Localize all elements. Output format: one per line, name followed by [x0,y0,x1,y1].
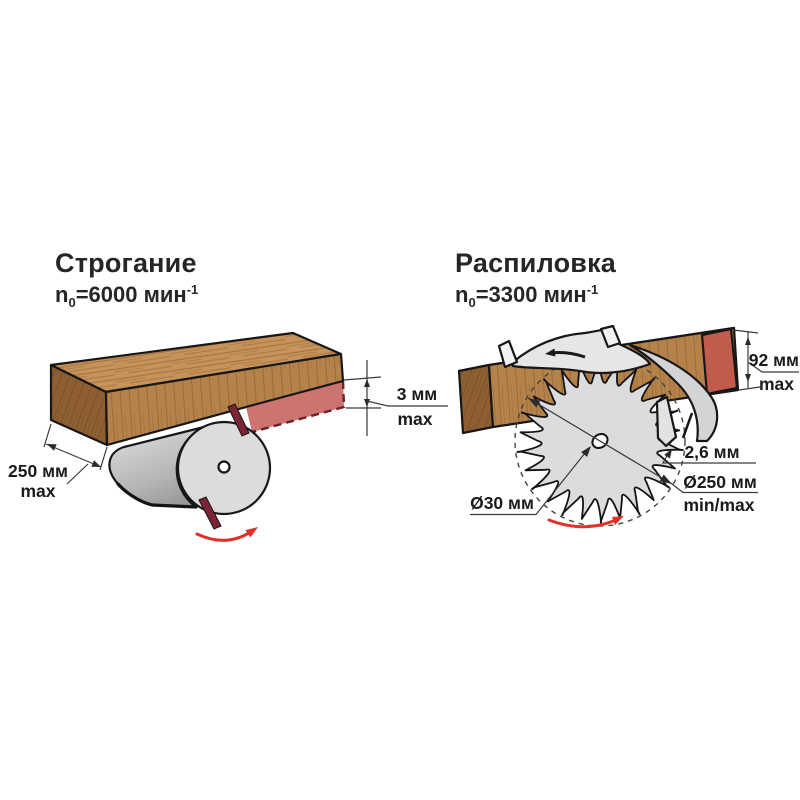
speed-subscript: 0 [468,295,476,310]
guard-left-tab [497,339,519,369]
cut-line [245,380,344,408]
speed-prefix: n [55,282,69,307]
diameter-arrowhead [659,474,672,484]
drum-rotation-arrow [195,529,254,542]
removed-material-dashed-edge [251,380,346,434]
speed-superscript: -1 [186,282,199,297]
sawing-height-qualifier: max [759,374,794,394]
speed-value: =6000 мин [75,282,187,307]
sawing-height-dimension: 92 мм max [732,329,799,394]
planing-depth-dimension: 3 мм max [343,360,448,436]
speed-value: =3300 мин [475,282,587,307]
drum-rotation-arrowhead [245,527,258,538]
blade-diameter-line [527,397,673,485]
feed-direction-arrowhead [545,348,556,357]
blade-guard [511,326,652,375]
planer-drum-bottom-edge [116,482,198,509]
bore-value: Ø30 мм [470,493,534,513]
planing-width-qualifier: max [20,481,55,501]
speed-superscript: -1 [586,282,599,297]
planing-speed: n0=6000 мин-1 [55,282,199,310]
planing-width-value: 250 мм [8,461,68,481]
planing-depth-value: 3 мм [397,384,438,404]
planer-knife-top [227,403,250,437]
kerf-value: 2,6 мм [684,442,739,462]
sawing-illustration: 92 мм max 2,6 мм Ø250 мм min/max Ø30 мм [457,324,799,529]
planing-illustration: 3 мм max 250 мм max [8,331,448,542]
blade-rotation-arrowhead [612,516,624,525]
beam-end-face [457,363,495,435]
bore-diameter-label: Ø30 мм [470,446,591,516]
blade-rotation-arrow [547,517,620,529]
sawing-title: Распиловка [455,248,617,278]
riving-knife [655,395,678,448]
saw-blade-side-band [628,343,719,443]
riving-knife-edge [681,412,694,439]
sawing-speed: n0=3300 мин-1 [455,282,599,310]
sawing-height-value: 92 мм [749,350,799,370]
speed-prefix: n [455,282,469,307]
planing-title: Строгание [55,248,197,278]
planer-knife-bottom [198,496,222,530]
speed-subscript: 0 [68,295,76,310]
planing-depth-qualifier: max [397,409,432,429]
beam-cut-face [700,327,739,396]
drum-center-hole [217,460,231,474]
blade-diameter-label: Ø250 мм min/max [671,472,758,515]
blade-diameter-qualifier: min/max [684,495,755,515]
guard-right-tab [599,324,622,349]
kerf-dimension: 2,6 мм [661,442,756,464]
removed-material-strip [246,381,344,432]
planing-width-dimension: 250 мм max [8,423,108,501]
diameter-arrowhead [528,398,541,408]
blade-diameter-value: Ø250 мм [683,472,757,492]
